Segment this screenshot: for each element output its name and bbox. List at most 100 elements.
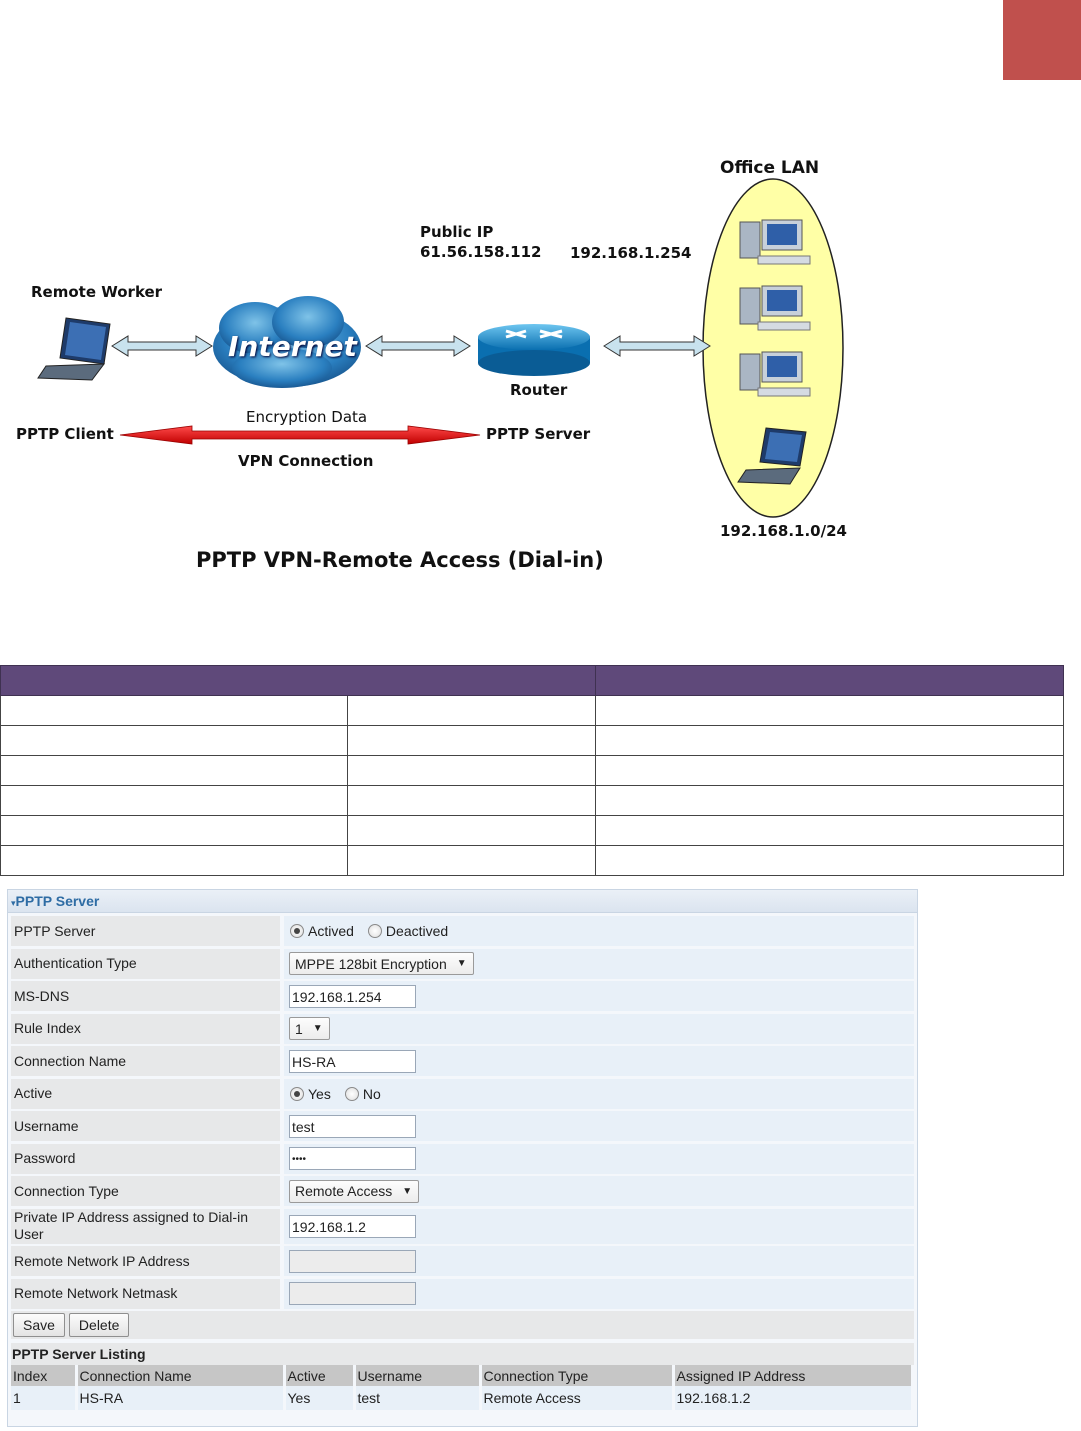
router-icon [478,324,590,376]
panel-title: PPTP Server [15,893,100,909]
blank-table-row [0,695,1064,726]
auth-type-label: Authentication Type [11,948,280,979]
column-header: Active [284,1365,356,1386]
diagram-graphics [37,178,844,518]
office-lan-label: Office LAN [720,158,820,178]
connection-type-value: Remote Access [295,1183,393,1199]
connection-type-label: Connection Type [11,1176,280,1206]
encryption-data-label: Encryption Data [246,408,368,426]
cell-connection-name: HS-RA [76,1386,286,1410]
row-rule-index: Rule Index 1▼ [11,1013,914,1044]
auth-type-select[interactable]: MPPE 128bit Encryption ▼ [289,952,474,975]
router-label: Router [510,381,568,399]
internet-label: Internet [228,330,357,363]
button-bar: Save Delete [11,1311,914,1339]
row-connection-type: Connection Type Remote Access ▼ [11,1176,914,1206]
listing-title: PPTP Server Listing [11,1343,914,1365]
deactived-radio[interactable] [367,924,382,938]
row-ms-dns: MS-DNS 192.168.1.254 [11,981,914,1011]
link-arrow-worker-internet [111,335,213,357]
rule-index-label: Rule Index [11,1013,280,1044]
form-rows: PPTP Server Actived Deactived Authentica… [11,916,914,1410]
dropdown-arrow-icon: ▼ [456,958,467,969]
blank-table-row [0,845,1064,876]
row-auth-type: Authentication Type MPPE 128bit Encrypti… [11,948,914,979]
router-lan-ip: 192.168.1.254 [570,244,692,262]
lan-pc-icon-1 [739,219,811,265]
listing-header-row: Index Connection Name Active Username Co… [11,1365,914,1386]
pptp-server-listing-table: Index Connection Name Active Username Co… [11,1365,914,1410]
active-yes-radio[interactable] [290,1086,304,1101]
pptp-client-label: PPTP Client [16,425,114,443]
remote-worker-label: Remote Worker [31,283,163,301]
public-ip-value: 61.56.158.112 [420,243,542,261]
row-pptp-server: PPTP Server Actived Deactived [11,916,914,946]
blank-table-row [0,815,1064,846]
column-header: Index [11,1365,78,1386]
rule-index-select[interactable]: 1▼ [289,1017,330,1040]
remote-net-mask-label: Remote Network Netmask [11,1278,280,1309]
username-input[interactable]: test [289,1114,416,1138]
column-header: Username [354,1365,482,1386]
password-label: Password [11,1143,280,1174]
column-header: Connection Name [76,1365,286,1386]
cell-assigned-ip: 192.168.1.2 [673,1386,914,1410]
row-username: Username test [11,1111,914,1141]
rule-index-value: 1 [295,1020,303,1037]
lan-laptop-icon [737,427,807,485]
remote-net-ip-input [289,1249,416,1273]
password-input[interactable]: •••• [289,1147,416,1170]
username-label: Username [11,1111,280,1141]
link-arrow-router-lan [603,335,711,357]
column-header: Assigned IP Address [673,1365,914,1386]
public-ip-label: Public IP [420,223,494,241]
lan-pc-icon-2 [739,285,811,331]
page-corner-tab [1003,0,1081,80]
cell-index: 1 [11,1386,78,1410]
private-ip-input[interactable]: 192.168.1.2 [289,1214,416,1238]
remote-net-ip-label: Remote Network IP Address [11,1246,280,1276]
save-button[interactable]: Save [13,1313,65,1337]
actived-radio[interactable] [290,924,304,938]
remote-laptop-icon [37,317,111,381]
blank-table-row [0,755,1064,786]
vpn-tunnel-arrow [119,425,481,445]
cell-connection-type: Remote Access [480,1386,675,1410]
auth-type-value: MPPE 128bit Encryption [295,955,447,972]
dropdown-arrow-icon: ▼ [402,1185,413,1197]
row-private-ip: Private IP Address assigned to Dial-in U… [11,1208,914,1244]
dropdown-arrow-icon: ▼ [312,1023,323,1034]
ms-dns-label: MS-DNS [11,981,280,1011]
pptp-server-label: PPTP Server [486,425,591,443]
blank-header-cell [595,665,1064,696]
pptp-server-label: PPTP Server [11,916,280,946]
link-arrow-internet-router [365,335,471,357]
blank-table-header [0,665,1064,696]
diagram-title: PPTP VPN-Remote Access (Dial-in) [196,548,604,572]
actived-label: Actived [308,923,354,939]
row-remote-net-ip: Remote Network IP Address [11,1246,914,1276]
row-active: Active Yes No [11,1078,914,1109]
lan-subnet-label: 192.168.1.0/24 [720,522,847,540]
lan-pc-icon-3 [739,351,811,397]
table-row[interactable]: 1 HS-RA Yes test Remote Access 192.168.1… [11,1386,914,1410]
pptp-network-diagram: Office LAN Public IP 61.56.158.112 192.1… [0,140,1081,590]
pptp-server-panel: ▾PPTP Server PPTP Server Actived Deactiv… [7,889,918,1427]
connection-type-select[interactable]: Remote Access ▼ [289,1179,420,1203]
active-label: Active [11,1078,280,1109]
connection-name-label: Connection Name [11,1046,280,1076]
active-no-radio[interactable] [344,1086,359,1101]
blank-header-cell [0,665,596,696]
blank-table-row [0,725,1064,756]
cell-active: Yes [284,1386,356,1410]
ms-dns-input[interactable]: 192.168.1.254 [289,984,416,1008]
blank-table-row [0,785,1064,816]
connection-name-input[interactable]: HS-RA [289,1049,416,1073]
collapse-caret-icon[interactable]: ▾ [11,898,16,908]
delete-button[interactable]: Delete [68,1313,130,1337]
blank-parameter-table [0,665,1064,876]
panel-header[interactable]: ▾PPTP Server [8,890,917,913]
deactived-label: Deactived [385,923,449,939]
internet-cloud-icon [213,296,361,388]
remote-net-mask-input [289,1282,416,1305]
